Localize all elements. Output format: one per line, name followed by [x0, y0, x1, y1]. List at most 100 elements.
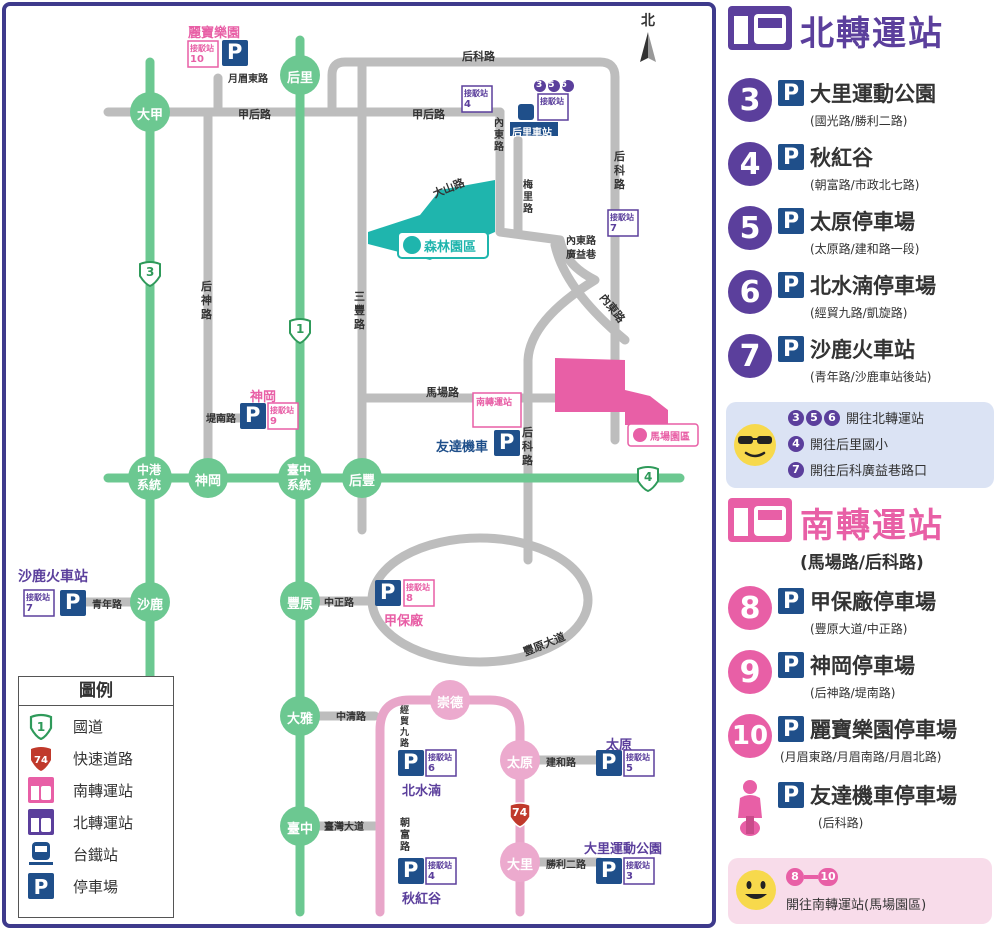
- north-item-5-name: 太原停車場: [810, 210, 915, 234]
- south-hub-subtitle: (馬場路/后科路): [800, 553, 924, 573]
- north-item-6-name: 北水湳停車場: [810, 274, 936, 298]
- place-horse: 馬場園區: [650, 432, 690, 443]
- expressway-shield-74: [509, 802, 531, 828]
- north-note-num-d: 4: [788, 435, 804, 452]
- north-item-7: 7 P 沙鹿火車站 (青年路/沙鹿車站後站): [728, 332, 998, 398]
- parking-icon: P: [778, 782, 804, 808]
- train-station-icon: [510, 104, 558, 136]
- road-fengyuan-ring: [367, 533, 593, 667]
- road-meili-label: 梅里路: [523, 180, 533, 215]
- shield-4-text: 4: [644, 470, 653, 484]
- forest-park-label-box: [397, 231, 489, 259]
- stop-num-7n: 7: [610, 223, 617, 234]
- forest-park-icon: [403, 236, 421, 254]
- road-houke2-label: 后科路: [614, 150, 625, 191]
- road-jianhe-label: 建和路: [546, 758, 576, 769]
- north-arrow: [640, 32, 656, 62]
- north-item-5: 5 P 太原停車場 (太原路/建和路一段): [728, 204, 998, 270]
- shield-3-text: 3: [146, 265, 155, 279]
- north-note-box: 3 5 6 開往北轉運站 4 開往后里國小 7 開往后科廣益巷路口: [726, 402, 994, 488]
- interchange-nodes: [128, 55, 382, 846]
- road-neidong: [495, 107, 600, 565]
- node-houfeng: [342, 458, 382, 498]
- south-item-8: 8 P 甲保廠停車場 (豐原大道/中正路): [728, 584, 998, 650]
- north-item-3-number: 3: [728, 78, 772, 122]
- legend-label-north-hub: 北轉運站: [73, 813, 134, 832]
- stop-label-3: 接駁站: [626, 861, 650, 870]
- node-shalu-label: 沙鹿: [137, 598, 164, 613]
- stop-num-9: 9: [270, 416, 277, 427]
- node-chongde-label: 崇德: [437, 696, 464, 711]
- node-shengang: [188, 458, 228, 498]
- legend-row-parking: P 停車場: [27, 871, 118, 901]
- north-note-num-b: 5: [806, 409, 822, 426]
- parking-taiyuan: [596, 750, 622, 776]
- horse-park-label-box: [627, 423, 699, 447]
- place-dali-park: 大里運動公園: [584, 842, 663, 857]
- moto-parking-item: P 友達機車停車場 (后科路): [728, 778, 998, 844]
- road-chaofu-label: 朝富路: [400, 818, 410, 853]
- highway-shield-3: [139, 261, 161, 288]
- node-dali-label: 大里: [507, 858, 534, 873]
- node-dali: [500, 842, 540, 882]
- north-item-5-number: 5: [728, 206, 772, 250]
- south-item-9-name: 神岡停車場: [810, 654, 915, 678]
- north-note-line2: 4 開往后里國小: [788, 434, 888, 453]
- node-zhonggang: [128, 456, 172, 500]
- north-item-3: 3 P 大里運動公園 (國光路/勝利二路): [728, 76, 998, 142]
- parking-icon: P: [778, 716, 804, 742]
- road-jiahou-label-2: 甲后路: [412, 108, 445, 121]
- south-item-9-number: 9: [728, 650, 772, 694]
- parking-icon: P: [28, 873, 54, 899]
- north-note-num-e: 7: [788, 461, 804, 478]
- road-houke-top: [327, 57, 620, 445]
- horse-park-icon: [633, 428, 647, 442]
- place-taiyuan: 太原: [606, 738, 633, 753]
- node-shalu: [130, 582, 170, 622]
- north-item-7-sub: (青年路/沙鹿車站後站): [810, 370, 932, 384]
- node-daya: [280, 696, 320, 736]
- stop-356-nums: 356: [536, 80, 573, 90]
- south-note-text: 開往南轉運站(馬場園區): [786, 898, 927, 913]
- stop-label-5: 接駁站: [626, 753, 650, 762]
- north-item-7-number: 7: [728, 334, 772, 378]
- stop-356-circles: [534, 80, 574, 92]
- shield-74-text: 74: [512, 806, 528, 819]
- legend-label-national: 國道: [73, 717, 104, 736]
- stop-label-7n: 接駁站: [610, 213, 634, 222]
- parking-icon: P: [778, 208, 804, 234]
- parking-qiuhonggu: [398, 858, 424, 884]
- stop-badge-5: [623, 749, 655, 777]
- south-item-10-sub: (月眉東路/月眉南路/月眉北路): [780, 750, 942, 764]
- shield-1-text: 1: [296, 322, 305, 336]
- north-hub-title: 北轉運站: [800, 14, 944, 54]
- south-note-range: 8 10: [786, 868, 838, 886]
- stop-num-8: 8: [406, 593, 413, 604]
- south-item-9-sub: (后神路/堤南路): [810, 686, 896, 700]
- north-item-4-name: 秋紅谷: [810, 146, 873, 170]
- highway-shield-1: [289, 318, 311, 345]
- parking-shengang: [240, 403, 266, 429]
- north-hub-header-icon: [728, 6, 792, 50]
- stop-label-4n: 接駁站: [464, 89, 488, 98]
- stop-label-356: 接駁站: [540, 97, 564, 106]
- node-fengyuan-label: 豐原: [287, 597, 314, 612]
- smile-face-icon: [736, 870, 776, 910]
- road-shengli-label: 勝利二路: [546, 860, 586, 871]
- legend-title: 圖例: [19, 677, 173, 706]
- svg-text:1: 1: [37, 720, 45, 734]
- stop-label-4: 接駁站: [428, 861, 452, 870]
- north-note-line3: 7 開往后科廣益巷路口: [788, 460, 927, 479]
- south-item-8-number: 8: [728, 586, 772, 630]
- stop-badges: [23, 40, 655, 885]
- moto-parking-name: 友達機車停車場: [810, 784, 957, 808]
- svg-text:74: 74: [34, 755, 48, 766]
- place-shengang-pk: 神岡: [250, 390, 277, 405]
- parking-icon: P: [778, 588, 804, 614]
- stop-num-6: 6: [428, 763, 435, 774]
- node-taiyuan: [500, 740, 540, 780]
- place-shalu-station: 沙鹿火車站: [18, 569, 88, 585]
- stop-num-4: 4: [428, 871, 435, 882]
- stop-num-5: 5: [626, 763, 633, 774]
- place-qiuhonggu: 秋紅谷: [402, 892, 442, 907]
